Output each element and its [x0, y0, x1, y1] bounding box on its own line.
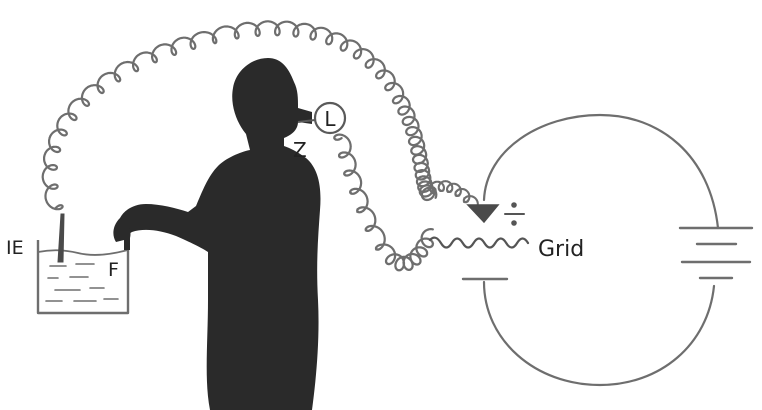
electrode-finger-label: F [108, 259, 119, 281]
circuit-loop [484, 115, 718, 385]
human-silhouette [120, 58, 320, 410]
arrow-tip [468, 205, 498, 222]
circle-l: L [315, 103, 345, 133]
battery [680, 228, 752, 278]
circle-l-label: L [324, 107, 336, 131]
grid-wire [430, 238, 528, 248]
mouth-marker-label: Z [293, 138, 307, 162]
electrode [58, 214, 64, 262]
coiled-wire-short [430, 181, 478, 207]
electrode-left-label: IE [6, 237, 24, 259]
plus-sign [505, 203, 524, 225]
grid-label: Grid [538, 237, 584, 262]
